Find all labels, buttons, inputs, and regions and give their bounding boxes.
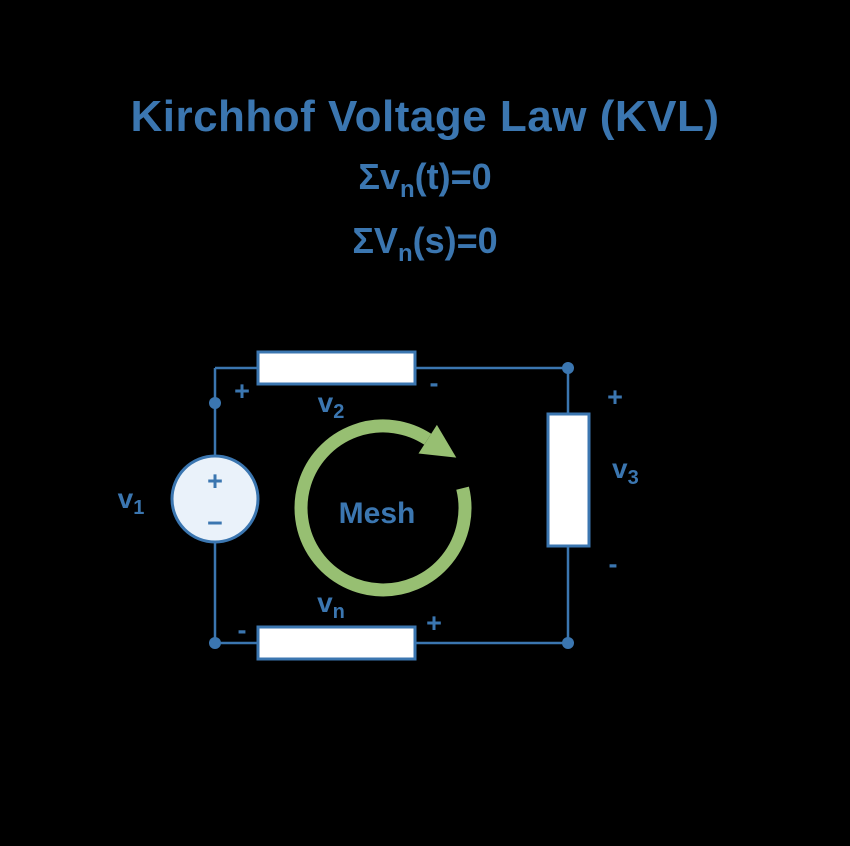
top-resistor-label-base: v bbox=[318, 387, 334, 418]
mesh-label: Mesh bbox=[339, 497, 416, 530]
right-resistor bbox=[546, 412, 591, 548]
formula-time-pre: Σv bbox=[358, 156, 400, 198]
source-minus-sign: − bbox=[207, 508, 223, 538]
right-resistor-label-base: v bbox=[612, 453, 628, 484]
bottom-resistor-label-subscript: n bbox=[333, 601, 345, 623]
node-top-right bbox=[562, 362, 574, 374]
formula-s-pre: ΣV bbox=[352, 220, 398, 262]
mesh-arrow-head bbox=[418, 424, 457, 458]
right-resistor-label: v3 bbox=[612, 453, 639, 489]
bottom-resistor bbox=[256, 625, 417, 661]
formula-s-domain: ΣVn(s)=0 bbox=[0, 220, 850, 268]
right-resistor-plus-sign: + bbox=[607, 382, 623, 412]
node-bottom-right bbox=[562, 637, 574, 649]
top-resistor-plus-sign: + bbox=[234, 376, 250, 406]
top-resistor-label-subscript: 2 bbox=[333, 401, 344, 423]
node-top-left bbox=[209, 397, 221, 409]
source-label: v1 bbox=[118, 483, 145, 519]
top-resistor-minus-sign: - bbox=[430, 368, 439, 398]
source-label-base: v bbox=[118, 483, 134, 514]
formula-time-subscript: n bbox=[399, 176, 415, 204]
page-title: Kirchhof Voltage Law (KVL) bbox=[130, 92, 720, 141]
right-resistor-minus-sign: - bbox=[609, 549, 618, 579]
right-resistor-label-subscript: 3 bbox=[628, 467, 639, 489]
top-resistor bbox=[256, 350, 417, 386]
formula-s-subscript: n bbox=[397, 240, 413, 268]
source-plus-sign: + bbox=[207, 466, 223, 496]
bottom-resistor-label: vn bbox=[317, 587, 345, 623]
formula-time-domain: Σvn(t)=0 bbox=[0, 156, 850, 204]
source-label-subscript: 1 bbox=[133, 497, 144, 519]
bottom-resistor-plus-sign: + bbox=[426, 608, 442, 638]
mesh-arrow-arc bbox=[294, 419, 472, 597]
node-bottom-left bbox=[209, 637, 221, 649]
top-resistor-label: v2 bbox=[318, 387, 345, 423]
formula-time-post: (t)=0 bbox=[414, 156, 492, 198]
bottom-resistor-minus-sign: - bbox=[238, 615, 247, 645]
bottom-resistor-label-base: v bbox=[317, 587, 333, 618]
header: Kirchhof Voltage Law (KVL) Σvn(t)=0 ΣVn(… bbox=[0, 92, 850, 269]
formula-s-post: (s)=0 bbox=[412, 220, 498, 262]
voltage-source bbox=[170, 454, 260, 544]
